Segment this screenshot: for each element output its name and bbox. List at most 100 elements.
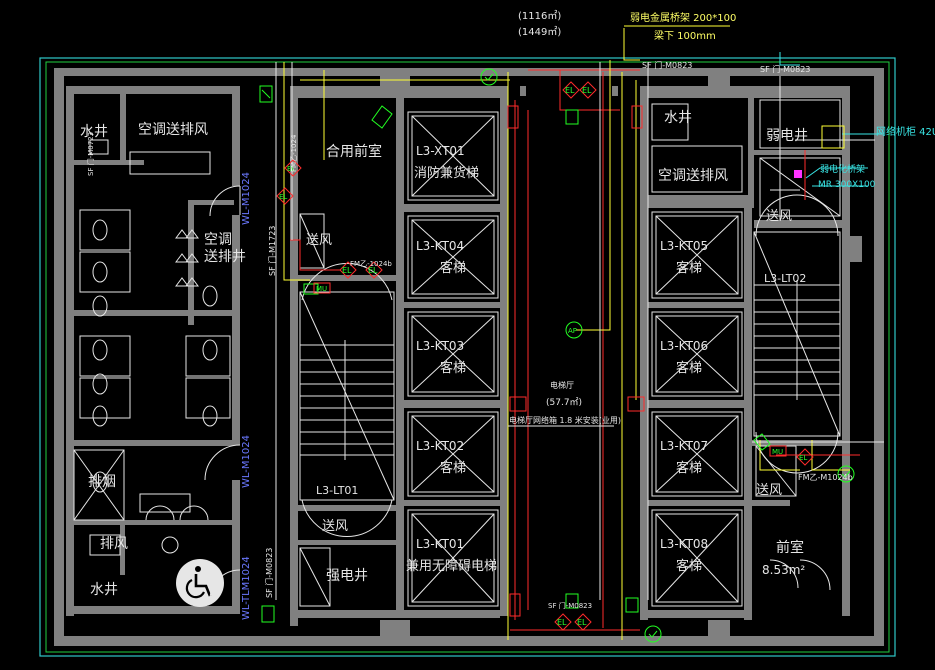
door-tag-d8: SF 门-M0823 — [760, 64, 810, 74]
elevator-labels: L3-XT01 消防兼货梯 L3-KT04 客梯 L3-KT03 客梯 L3-K… — [406, 144, 708, 574]
room-front-room: 前室 — [776, 539, 804, 556]
elevator-code-4: L3-KT02 — [416, 439, 464, 453]
hall-network-note: 电梯厅网络箱 1.8 米安装(业用) — [509, 415, 621, 425]
green-device-8 — [303, 283, 319, 295]
door-tag-d10: FM乙-1024b — [350, 260, 392, 268]
hall-caption: 电梯厅 — [550, 380, 574, 390]
room-labels-core: 合用前室 送风 送风 强电井 水井 空调送排风 弱电井 送风 送风 前室 8.5… — [306, 110, 808, 584]
elevator-name-7: 客梯 — [676, 360, 702, 376]
toilet-stalls — [73, 139, 231, 556]
door-tag-d7: SF 门-M0823 — [642, 60, 692, 70]
elevator-name-2: 客梯 — [440, 260, 466, 276]
device-symbols: EL EL EL EL EL EL EL EL — [259, 68, 855, 643]
door-tag-d4: SF 门-M1723 — [267, 226, 277, 276]
elevator-name-6: 客梯 — [676, 260, 702, 276]
room-elec-well: 强电井 — [326, 568, 368, 584]
el-diamond-top-1: EL — [562, 81, 580, 99]
elevator-cars — [407, 111, 743, 607]
hall-network-box-right — [627, 396, 645, 412]
elevator-code-5: L3-KT01 — [416, 537, 464, 551]
area-note-1: (1116㎡) — [518, 10, 561, 22]
right-annotations: 网络机柜 42U 弱电化桥架 MR 300X100 — [818, 125, 935, 190]
red-box-3 — [631, 105, 643, 129]
el-diamond-left-2: EL — [365, 261, 383, 279]
green-device-2 — [371, 105, 393, 129]
green-device-5 — [625, 597, 639, 613]
tray-small-label: 弱电化桥架 — [820, 163, 865, 175]
core-door-tags: SF 门-M0823 SF 门-M0823 FM乙-1024b FM乙-M102… — [290, 60, 853, 610]
elevator-name-9: 客梯 — [676, 558, 702, 574]
el-diamond-left-3: EL — [284, 159, 302, 177]
svg-text:EL: EL — [557, 618, 567, 627]
urinals — [175, 229, 199, 287]
green-device-4 — [565, 593, 579, 609]
check-circle-bottom — [644, 625, 662, 643]
green-device-6 — [261, 605, 275, 623]
elevator-name-3: 客梯 — [440, 360, 466, 376]
door-tag-d11: FM乙-M1024b — [798, 473, 853, 482]
door-tag-d5: SF 门-M0723 — [86, 132, 95, 176]
door-tag-d3: WL-TLM1024 — [241, 556, 252, 620]
el-diamond-top-2: EL — [579, 81, 597, 99]
stair-left-label: L3-LT01 — [316, 484, 358, 497]
mu-box-left: MU — [313, 282, 331, 294]
svg-text:MU: MU — [772, 448, 783, 456]
stair-right-label: L3-LT02 — [764, 272, 806, 285]
room-water-well-left: 水井 — [80, 124, 108, 140]
room-ac-shaft: 空调送排井 — [204, 232, 246, 265]
tray-depth-note: 梁下 100mm — [654, 29, 716, 42]
elevator-code-7: L3-KT06 — [660, 339, 708, 353]
ap-access-point: AP — [565, 321, 583, 339]
mu-box-right: MU — [769, 445, 787, 457]
svg-text:MU: MU — [316, 285, 327, 293]
svg-text:EL: EL — [279, 193, 287, 201]
svg-text:EL: EL — [577, 618, 587, 627]
room-supply-air-2: 送风 — [322, 519, 348, 534]
door-tag-d9: FM乙-1024 — [290, 134, 298, 172]
door-tag-d12: SF 门-M0823 — [548, 601, 592, 610]
red-box-1 — [507, 105, 519, 129]
room-exhaust-wind: 排风 — [100, 536, 128, 552]
elevator-code-3: L3-KT03 — [416, 339, 464, 353]
room-weak-elec: 弱电井 — [766, 128, 808, 144]
room-exhaust-smoke: 排烟 — [88, 474, 116, 490]
door-tag-d1: WL-M1024 — [241, 172, 252, 225]
red-box-2 — [509, 593, 521, 617]
room-supply-air-1: 送风 — [306, 233, 332, 248]
svg-text:EL: EL — [565, 86, 575, 95]
tray-size-label: MR 300X100 — [818, 180, 876, 190]
cable-runs — [275, 28, 884, 640]
elevator-code-2: L3-KT04 — [416, 239, 464, 253]
room-water-well-bottom: 水井 — [90, 582, 118, 598]
tray-name-note: 弱电金属桥架 200*100 — [630, 11, 736, 24]
top-annotations: (1116㎡) (1449㎡) 弱电金属桥架 200*100 梁下 100mm — [518, 10, 736, 42]
elevator-code-9: L3-KT08 — [660, 537, 708, 551]
check-circle-right — [837, 465, 855, 483]
svg-text:EL: EL — [287, 165, 295, 173]
elevator-name-4: 客梯 — [440, 460, 466, 476]
el-diamond-left-4: EL — [276, 187, 294, 205]
elevator-code-6: L3-KT05 — [660, 239, 708, 253]
room-ac-exhaust-right: 空调送排风 — [658, 168, 728, 184]
svg-text:EL: EL — [342, 266, 352, 275]
drawing-frame — [39, 57, 896, 657]
svg-text:EL: EL — [582, 86, 592, 95]
room-supply-air-right-2: 送风 — [756, 483, 782, 498]
door-tag-d2: WL-M1024 — [241, 435, 252, 488]
door-tag-d6: SF 门-M0823 — [264, 548, 274, 598]
room-water-well-right: 水井 — [664, 110, 692, 126]
left-washroom-walls — [66, 86, 240, 616]
elevator-name-8: 客梯 — [676, 460, 702, 476]
left-room-labels: 水井 空调送排风 空调送排井 排烟 排风 水井 — [80, 122, 246, 598]
building-shell — [54, 68, 884, 646]
svg-text:AP: AP — [568, 327, 577, 335]
svg-text:EL: EL — [799, 454, 807, 462]
room-ac-exhaust-left: 空调送排风 — [138, 122, 208, 138]
elevator-code-8: L3-KT07 — [660, 439, 708, 453]
el-diamond-bottom-1: EL — [554, 613, 572, 631]
stair-right — [753, 194, 841, 474]
check-circle-top — [480, 68, 498, 86]
room-shared-lobby: 合用前室 — [326, 143, 382, 160]
green-device-7 — [753, 433, 771, 451]
room-front-room-area: 8.53m² — [762, 563, 805, 577]
